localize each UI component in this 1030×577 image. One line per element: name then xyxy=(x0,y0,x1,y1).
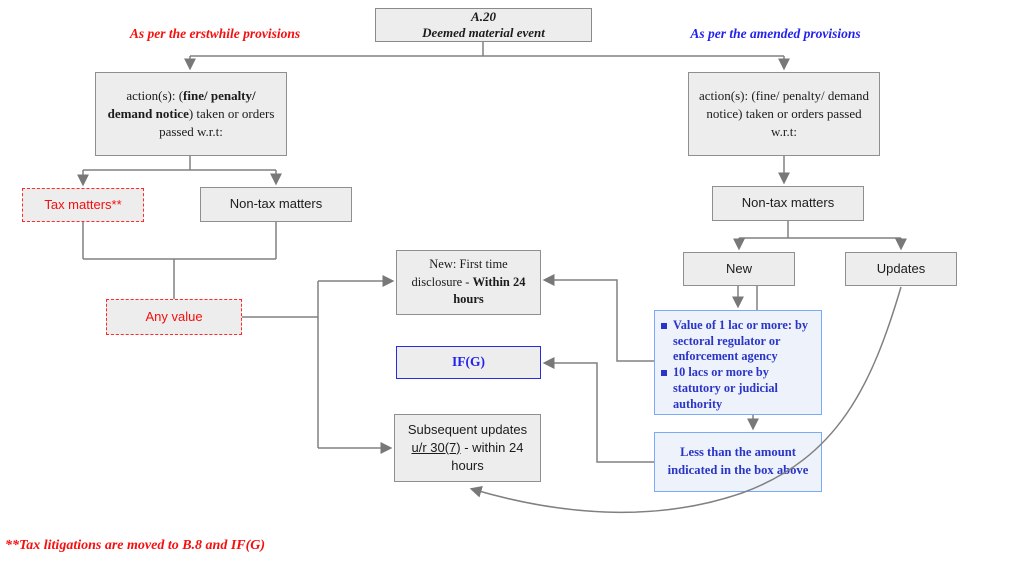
erstwhile-provisions-header: As per the erstwhile provisions xyxy=(129,26,301,41)
updates-label: Updates xyxy=(876,260,926,276)
tax-matters-label: Tax matters** xyxy=(44,196,122,212)
new-box: New xyxy=(683,252,795,286)
threshold-bullet-1-text: Value of 1 lac or more: by sectoral regu… xyxy=(673,318,809,364)
amended-action-text: action(s): (fine/ penalty/ demand notice… xyxy=(698,87,870,140)
non-tax-matters-left-box: Non-tax matters xyxy=(200,187,352,222)
updates-box: Updates xyxy=(845,252,957,286)
square-bullet-icon xyxy=(661,370,667,377)
threshold-bullet-1: Value of 1 lac or more: by sectoral regu… xyxy=(661,318,815,365)
erstwhile-action-text: action(s): (fine/ penalty/ demand notice… xyxy=(105,87,277,142)
less-than-amount-box: Less than the amount indicated in the bo… xyxy=(654,432,822,492)
subsequent-rule-ref: u/r 30(7) xyxy=(411,439,461,455)
tax-litigations-footnote: **Tax litigations are moved to B.8 and I… xyxy=(5,538,266,553)
subsequent-pre: Subsequent updates xyxy=(407,421,528,437)
new-first-time-disclosure-box: New: First time disclosure - Within 24 h… xyxy=(396,250,541,315)
non-tax-matters-left-label: Non-tax matters xyxy=(229,196,323,212)
threshold-bullet-2: 10 lacs or more by statutory or judicial… xyxy=(661,365,815,412)
any-value-box: Any value xyxy=(106,299,242,335)
any-value-label: Any value xyxy=(145,308,203,324)
threshold-bullet-list: Value of 1 lac or more: by sectoral regu… xyxy=(661,318,815,412)
title-line1: A.20 xyxy=(471,8,496,24)
subsequent-updates-box: Subsequent updates u/r 30(7) - within 24… xyxy=(394,414,541,482)
ifg-box: IF(G) xyxy=(396,346,541,379)
new-label: New xyxy=(725,260,752,276)
connector-lessthan-to-ifg xyxy=(542,357,654,463)
amended-provisions-header: As per the amended provisions xyxy=(690,26,861,41)
square-bullet-icon xyxy=(661,323,667,329)
less-than-amount-label: Less than the amount indicated in the bo… xyxy=(667,445,809,477)
subsequent-updates-text: Subsequent updates u/r 30(7) - within 24… xyxy=(403,421,532,476)
connector-threshold-to-newfirst xyxy=(542,274,654,362)
amended-action-box: action(s): (fine/ penalty/ demand notice… xyxy=(688,72,880,156)
title-line2: Deemed material event xyxy=(422,25,545,40)
ifg-label: IF(G) xyxy=(452,354,485,370)
title-box: A.20 Deemed material event xyxy=(375,8,592,42)
non-tax-matters-right-label: Non-tax matters xyxy=(741,195,835,211)
action-text-pre: action(s): ( xyxy=(126,87,184,103)
value-threshold-box: Value of 1 lac or more: by sectoral regu… xyxy=(654,310,822,415)
erstwhile-action-box: action(s): (fine/ penalty/ demand notice… xyxy=(95,72,287,156)
non-tax-matters-right-box: Non-tax matters xyxy=(712,186,864,221)
new-first-time-text: New: First time disclosure - Within 24 h… xyxy=(407,256,530,309)
subsequent-post: - within 24 hours xyxy=(451,439,524,474)
threshold-bullet-2-text: 10 lacs or more by statutory or judicial… xyxy=(673,365,778,411)
tax-matters-box: Tax matters** xyxy=(22,188,144,222)
